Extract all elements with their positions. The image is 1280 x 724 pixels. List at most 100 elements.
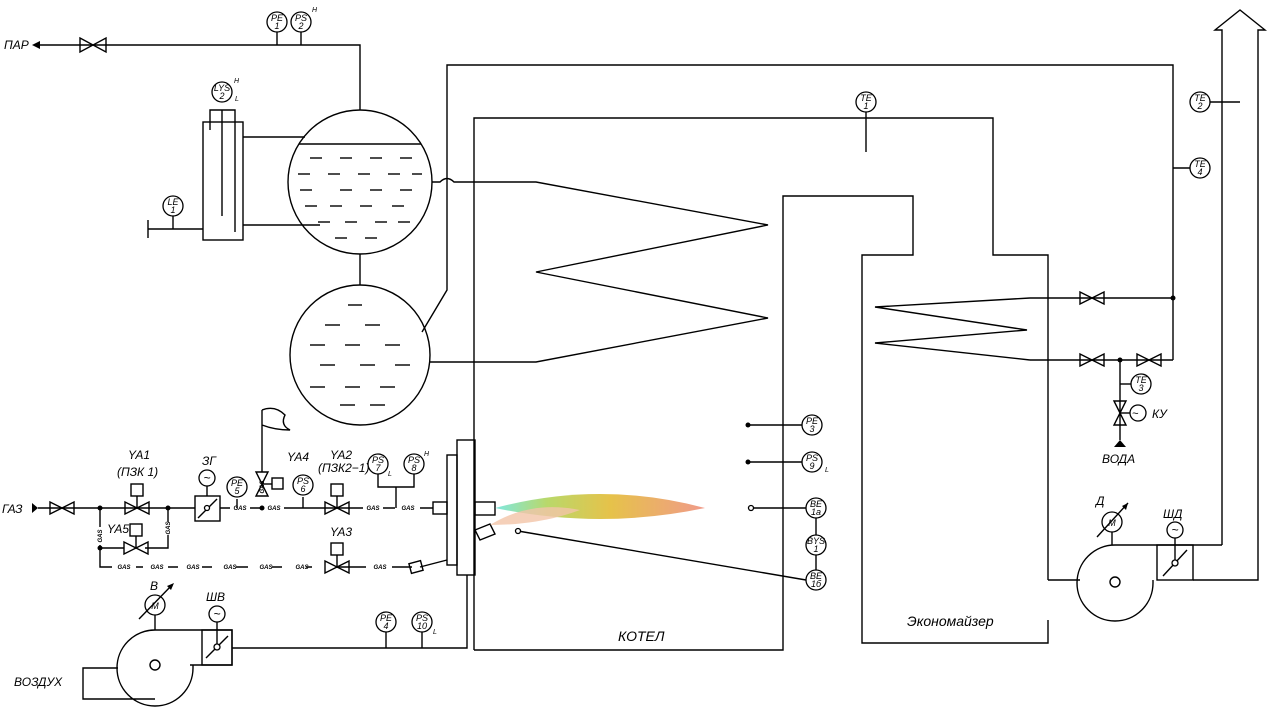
svg-text:PE: PE bbox=[380, 613, 393, 623]
svg-text:~: ~ bbox=[1132, 408, 1139, 420]
svg-text:PE: PE bbox=[231, 478, 244, 488]
lower-drum bbox=[289, 284, 431, 426]
instrument-ps8: PS8 H bbox=[403, 451, 430, 475]
svg-text:2: 2 bbox=[218, 91, 224, 101]
boiler-label: КОТЕЛ bbox=[618, 628, 665, 644]
svg-text:TE: TE bbox=[1194, 93, 1206, 103]
svg-text:10: 10 bbox=[417, 621, 427, 631]
svg-text:8: 8 bbox=[411, 463, 416, 473]
svg-text:L: L bbox=[235, 96, 239, 103]
instrument-te1: TE1 bbox=[855, 91, 877, 113]
svg-text:1: 1 bbox=[274, 21, 279, 31]
smoke-damper-label: ШД bbox=[1163, 507, 1183, 521]
svg-text:GAS: GAS bbox=[295, 565, 308, 571]
svg-text:L: L bbox=[433, 629, 437, 636]
svg-text:H: H bbox=[234, 78, 240, 85]
svg-text:GAS: GAS bbox=[98, 529, 104, 542]
svg-text:9: 9 bbox=[809, 461, 814, 471]
svg-text:1a: 1a bbox=[811, 507, 821, 517]
valve-ya5[interactable]: YA5 bbox=[107, 522, 149, 556]
svg-text:BYS: BYS bbox=[807, 536, 825, 546]
svg-text:GAS: GAS bbox=[373, 565, 386, 571]
svg-text:H: H bbox=[424, 451, 430, 458]
economizer-label: Экономайзер bbox=[907, 613, 994, 629]
instrument-pe1: PE1 bbox=[266, 11, 288, 33]
svg-text:PS: PS bbox=[408, 455, 420, 465]
instrument-le1: LE1 bbox=[162, 195, 184, 217]
svg-text:YA1: YA1 bbox=[128, 448, 150, 462]
svg-text:1: 1 bbox=[863, 101, 868, 111]
instrument-pe3: PE3 bbox=[801, 414, 823, 436]
gas-line: ГАЗ GAS GAS GAS GAS GAS GAS GAS GAS GAS … bbox=[2, 472, 433, 571]
svg-text:YA3: YA3 bbox=[330, 525, 352, 539]
economizer-inlet-valve[interactable] bbox=[1079, 290, 1105, 306]
svg-text:2: 2 bbox=[1196, 101, 1202, 111]
svg-text:~: ~ bbox=[213, 607, 220, 621]
boiler-coil bbox=[430, 177, 769, 363]
valve-ya3[interactable]: YA3 bbox=[324, 525, 352, 575]
steam-label: ПАР bbox=[4, 38, 29, 52]
air-motor-label: В bbox=[150, 579, 158, 593]
flue-duct-outer bbox=[421, 64, 1174, 360]
chimney bbox=[1173, 9, 1267, 581]
svg-text:L: L bbox=[388, 471, 392, 478]
svg-text:(ПЗК 1): (ПЗК 1) bbox=[117, 465, 158, 479]
smoke-motor-label: Д bbox=[1094, 494, 1105, 508]
svg-text:GAS: GAS bbox=[267, 506, 280, 512]
furnace-wall bbox=[473, 117, 1049, 650]
svg-text:PS: PS bbox=[806, 453, 818, 463]
ku-label: КУ bbox=[1152, 407, 1168, 421]
svg-text:GAS: GAS bbox=[233, 506, 246, 512]
svg-text:GAS: GAS bbox=[366, 506, 379, 512]
svg-text:TE: TE bbox=[1194, 159, 1206, 169]
svg-text:7: 7 bbox=[375, 463, 381, 473]
svg-text:1б: 1б bbox=[811, 579, 822, 589]
valve-ya4[interactable]: YA4 bbox=[254, 407, 309, 497]
instrument-te4: TE4 bbox=[1189, 157, 1211, 179]
svg-text:LYS: LYS bbox=[214, 83, 230, 93]
air-label: ВОЗДУХ bbox=[14, 675, 63, 689]
valve-ya2[interactable]: YA2 (ПЗК2−1) bbox=[318, 448, 369, 516]
svg-text:ЗГ: ЗГ bbox=[202, 454, 217, 468]
instrument-pe4: PE4 bbox=[375, 611, 397, 633]
svg-text:YA2: YA2 bbox=[330, 448, 352, 462]
valve-ya1[interactable]: YA1 (ПЗК 1) bbox=[117, 448, 158, 516]
svg-text:LE: LE bbox=[167, 197, 179, 207]
instrument-ps6: PS6 bbox=[292, 474, 314, 496]
svg-text:YA4: YA4 bbox=[287, 450, 309, 464]
svg-text:PE: PE bbox=[806, 416, 819, 426]
svg-text:~: ~ bbox=[203, 471, 210, 485]
svg-text:3: 3 bbox=[809, 424, 814, 434]
gas-label: ГАЗ bbox=[2, 502, 23, 516]
svg-text:3: 3 bbox=[1138, 383, 1143, 393]
air-fan[interactable]: ~ ШВ M В bbox=[82, 575, 468, 707]
svg-text:BE: BE bbox=[810, 499, 823, 509]
svg-text:PE: PE bbox=[271, 13, 284, 23]
svg-text:GAS: GAS bbox=[259, 565, 272, 571]
instrument-te2: TE2 bbox=[1189, 91, 1211, 113]
steam-valve[interactable] bbox=[79, 36, 107, 54]
svg-text:1: 1 bbox=[813, 544, 818, 554]
level-column bbox=[147, 109, 320, 241]
svg-text:M: M bbox=[1108, 518, 1116, 528]
ku-actuator-icon bbox=[1129, 404, 1147, 422]
smoke-exhauster[interactable]: ~ ШД M Д bbox=[1048, 494, 1222, 622]
economizer-valve-3[interactable] bbox=[1136, 352, 1162, 368]
gas-filter-zg[interactable]: ~ ЗГ bbox=[194, 454, 221, 522]
svg-text:PS: PS bbox=[416, 613, 428, 623]
svg-text:(ПЗК2−1): (ПЗК2−1) bbox=[318, 461, 369, 475]
svg-text:4: 4 bbox=[1197, 167, 1202, 177]
water-control-valve[interactable] bbox=[1112, 400, 1128, 426]
economizer-coil bbox=[874, 297, 1031, 361]
svg-text:GAS: GAS bbox=[117, 565, 130, 571]
economizer-valve-2[interactable] bbox=[1079, 352, 1105, 368]
gas-manual-valve[interactable] bbox=[49, 500, 75, 516]
